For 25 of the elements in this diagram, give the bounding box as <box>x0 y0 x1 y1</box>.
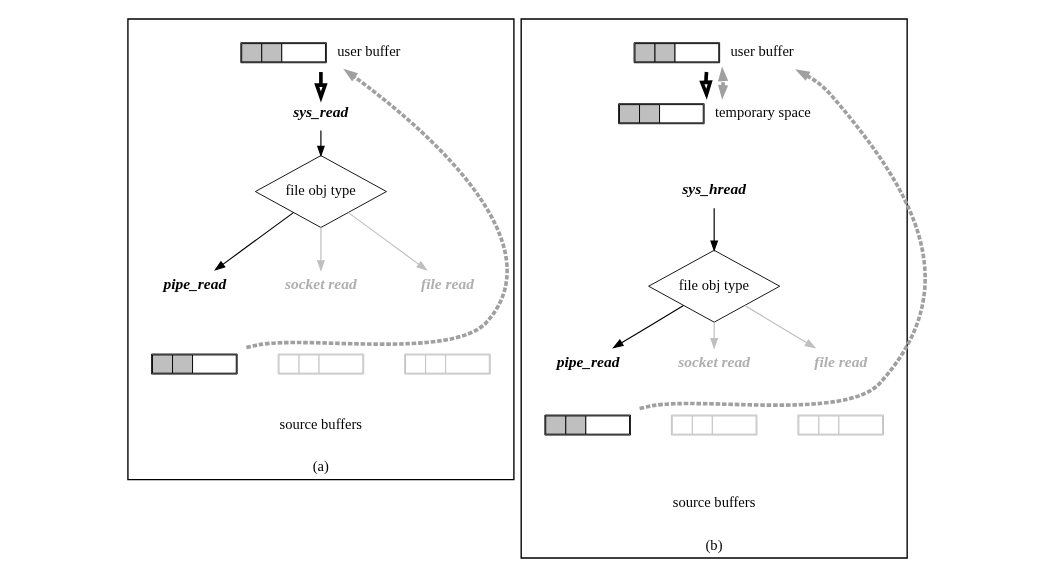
node-label: user buffer <box>730 43 794 60</box>
node-text: sys_read <box>292 102 348 120</box>
node-text: sys_hread <box>681 180 746 198</box>
arrow <box>213 212 294 271</box>
node-text: file read <box>420 275 474 293</box>
node-text: file read <box>813 352 867 370</box>
node-label: user buffer <box>336 43 400 60</box>
node-text: pipe_read <box>162 275 226 293</box>
label: source buffers <box>672 493 755 510</box>
arrow <box>743 304 816 349</box>
node-diamond: file obj type <box>254 155 387 228</box>
arrow <box>313 72 328 103</box>
arrow <box>316 129 325 158</box>
label: source buffers <box>278 415 362 432</box>
arrow <box>347 212 428 271</box>
arrow <box>717 66 728 100</box>
node-label: temporary space <box>714 104 811 121</box>
arrow <box>245 68 508 350</box>
arrow <box>709 207 718 252</box>
node-text: socket read <box>677 352 750 370</box>
node-diamond: file obj type <box>647 249 780 323</box>
node-text: pipe_read <box>556 352 619 370</box>
node-text: socket read <box>284 275 357 293</box>
arrow <box>316 226 325 272</box>
arrow <box>611 304 684 349</box>
